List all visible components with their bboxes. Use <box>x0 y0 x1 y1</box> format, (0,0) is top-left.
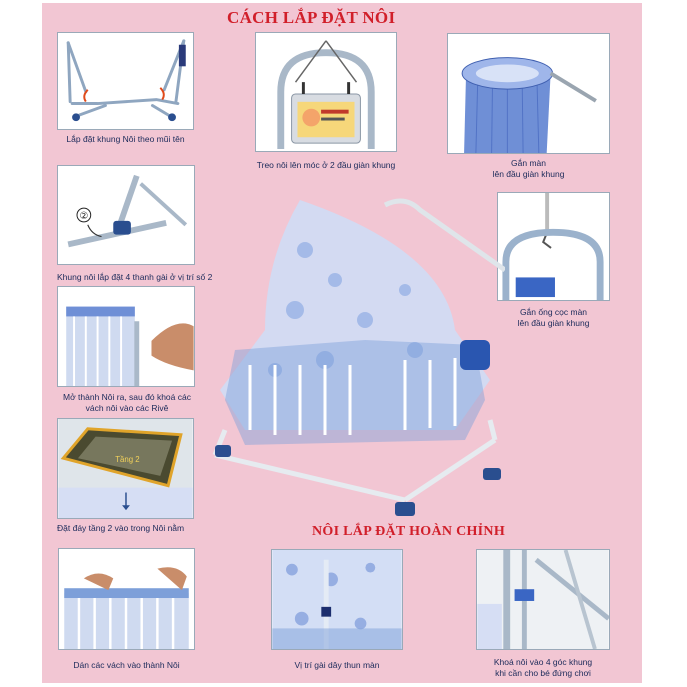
step-hang-caption: Treo nôi lên móc ở 2 đầu giàn khung <box>256 160 396 170</box>
assembled-crib-image <box>205 190 505 520</box>
step-sides-photo <box>58 548 195 650</box>
floor-level-label: Tầng 2 <box>115 455 139 464</box>
step-frame-photo <box>57 32 194 130</box>
step-floor-photo: Tầng 2 <box>57 418 194 519</box>
bottom-title: NÔI LẮP ĐẶT HOÀN CHỈNH <box>312 524 506 539</box>
step-pole-photo <box>497 192 610 301</box>
step-hang-photo <box>255 32 397 152</box>
step-sides-caption: Dán các vách vào thành Nôi <box>73 660 180 670</box>
latch-number-marker: ② <box>79 211 88 222</box>
step-ties-photo <box>271 549 403 650</box>
step-walls-photo <box>57 286 195 387</box>
step-frame-caption: Lắp đặt khung Nôi theo mũi tên <box>66 134 185 144</box>
top-title: CÁCH LẮP ĐẶT NÔI <box>227 8 396 27</box>
step-latch-photo: ② <box>57 165 195 265</box>
step-net-photo <box>447 33 610 154</box>
step-lock-photo <box>476 549 610 650</box>
step-floor-caption: Đặt đáy tầng 2 vào trong Nôi nằm <box>57 523 185 533</box>
step-ties-caption: Vị trí gài dây thun màn <box>294 660 380 670</box>
step-latch-caption: Khung nôi lắp đặt 4 thanh gài ở vị trí s… <box>57 272 213 282</box>
